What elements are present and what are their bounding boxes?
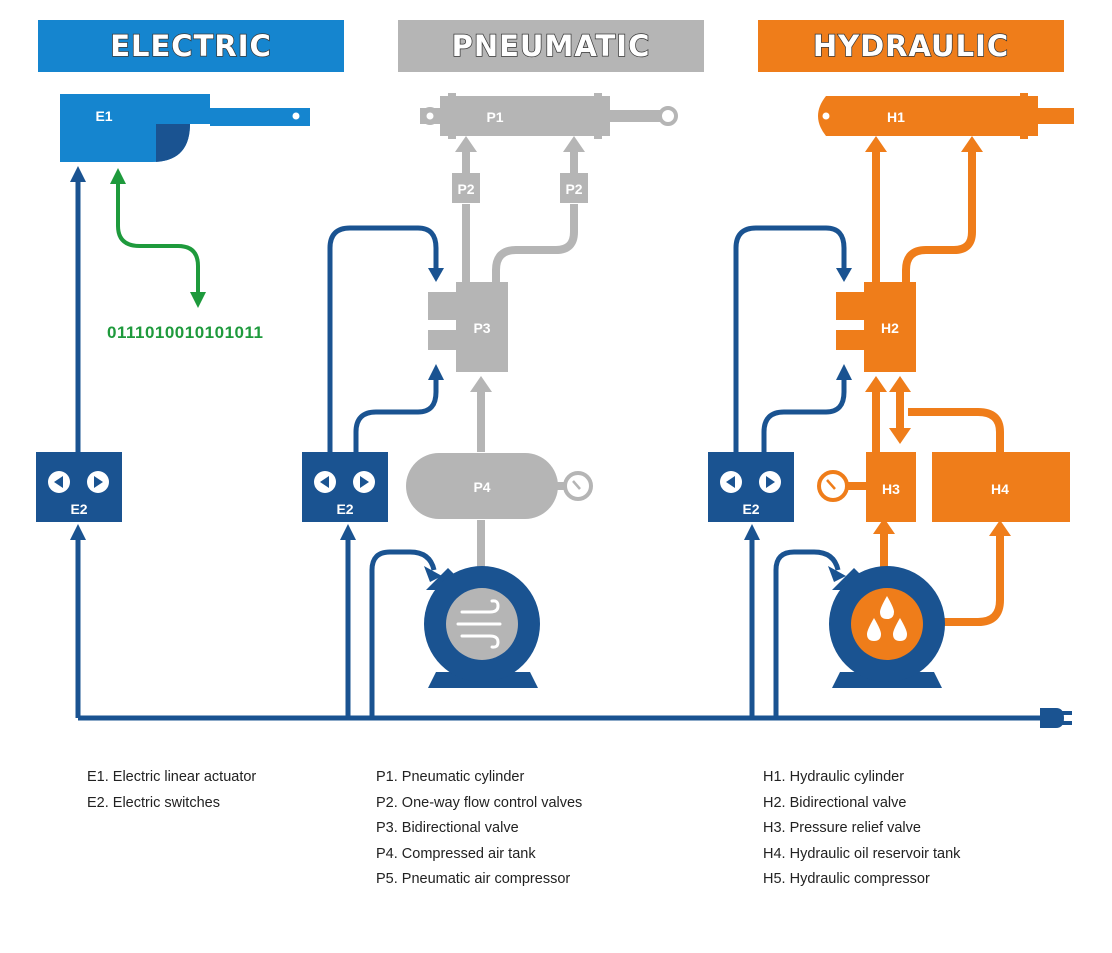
- h5-hydraulic-compressor: H5: [829, 566, 945, 713]
- pneumatic-section: P1 P2 P2 P3 P4: [302, 93, 678, 713]
- legend-item: E2. Electric switches: [87, 794, 220, 811]
- p2-label-right: P2: [565, 181, 582, 197]
- h1-label: H1: [887, 109, 905, 125]
- legend-item: P3. Bidirectional valve: [376, 820, 519, 836]
- data-signal-arrow: 0111010010101011: [107, 168, 263, 342]
- legend-item: H4. Hydraulic oil reservoir tank: [763, 845, 961, 862]
- h3-label: H3: [882, 481, 900, 497]
- p2-flow-valve-left: P2: [452, 173, 480, 203]
- hydraulic-banner: HYDRAULIC: [758, 20, 1064, 72]
- wind-icon: [456, 599, 502, 649]
- p3-bidirectional-valve: P3: [428, 282, 508, 372]
- legend-hydraulic: H1. Hydraulic cylinder H2. Bidirectional…: [763, 765, 960, 893]
- p1-pneumatic-cylinder: P1: [420, 93, 678, 139]
- electric-arrowheads: [70, 166, 852, 582]
- legend-item: E1. Electric linear actuator: [87, 769, 257, 785]
- e2-label-pneumatic: E2: [336, 501, 353, 517]
- legend-item: P5. Pneumatic air compressor: [376, 871, 571, 887]
- legend-item: H3. Pressure relief valve: [763, 820, 921, 836]
- hydraulic-banner-text: HYDRAULIC: [812, 28, 1010, 64]
- p2-flow-valve-right: P2: [560, 173, 588, 203]
- pneumatic-banner-text: PNEUMATIC: [451, 28, 651, 64]
- e2-switch-electric: E2: [36, 452, 122, 522]
- power-plug-icon: [1040, 708, 1072, 728]
- legend-item: H5. Hydraulic compressor: [763, 871, 930, 887]
- pneumatic-arrowheads: [455, 136, 585, 392]
- electric-banner-text: ELECTRIC: [109, 28, 272, 64]
- h3-pressure-relief-valve: H3: [817, 452, 916, 522]
- e2-label-hydraulic: E2: [742, 501, 759, 517]
- legend-electric: E1. Electric linear actuator E2. Electri…: [87, 765, 256, 816]
- legend-item: P1. Pneumatic cylinder: [376, 769, 525, 785]
- p5-air-compressor: P5: [424, 566, 540, 713]
- legend-item: P4. Compressed air tank: [376, 845, 536, 862]
- legend-pneumatic: P1. Pneumatic cylinder P2. One-way flow …: [376, 765, 582, 893]
- hydraulic-section: H1 H2 H3 H4: [708, 93, 1074, 713]
- e1-label: E1: [95, 108, 112, 124]
- pneumatic-banner: PNEUMATIC: [398, 20, 704, 72]
- legend-item: H2. Bidirectional valve: [763, 794, 907, 811]
- electric-power-lines: [75, 182, 1045, 721]
- legend-item: P2. One-way flow control valves: [376, 794, 583, 811]
- h1-hydraulic-cylinder: H1: [818, 93, 1074, 139]
- e2-switch-pneumatic: E2: [302, 452, 388, 522]
- legend-item: H1. Hydraulic cylinder: [763, 769, 905, 785]
- p4-label: P4: [473, 479, 490, 495]
- p3-label: P3: [473, 320, 490, 336]
- p5-label: P5: [473, 697, 490, 713]
- hydraulic-arrowheads: [865, 136, 1011, 536]
- p1-label: P1: [486, 109, 503, 125]
- electric-banner: ELECTRIC: [38, 20, 344, 72]
- electric-section: E1 0111010010101011 E2: [36, 94, 1072, 728]
- p2-label-left: P2: [457, 181, 474, 197]
- p4-compressed-air-tank: P4: [406, 453, 593, 519]
- h5-label: H5: [878, 697, 896, 713]
- e1-electric-actuator: E1: [60, 94, 310, 162]
- e2-switch-hydraulic: E2: [708, 452, 794, 522]
- h4-oil-reservoir-tank: H4: [932, 452, 1070, 522]
- h2-bidirectional-valve: H2: [836, 282, 916, 372]
- oil-drops-icon: [867, 596, 907, 641]
- hydraulic-pipes: [872, 150, 1004, 626]
- h2-label: H2: [881, 320, 899, 336]
- h4-label: H4: [991, 481, 1009, 497]
- binary-data-text: 0111010010101011: [107, 323, 263, 342]
- e2-label-electric: E2: [70, 501, 87, 517]
